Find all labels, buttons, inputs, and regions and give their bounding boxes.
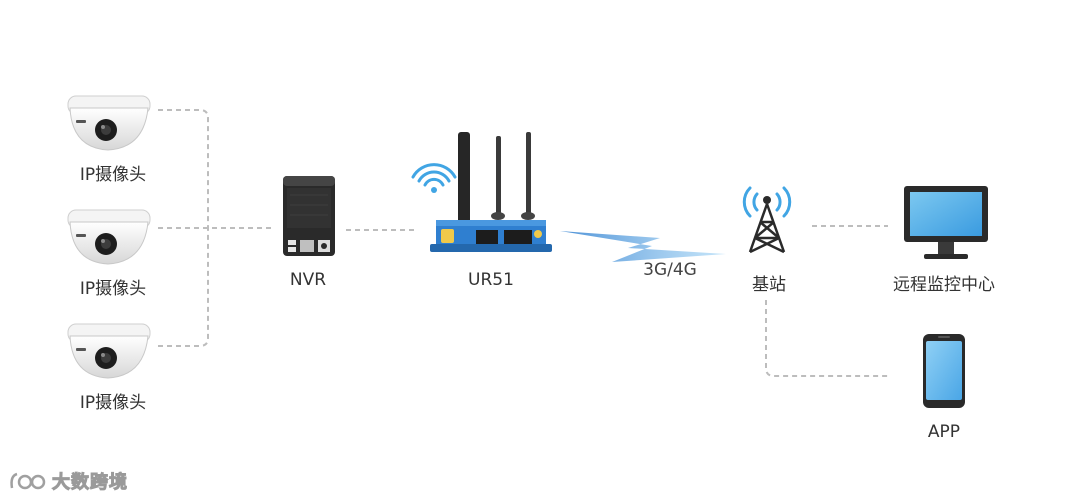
router-icon (430, 132, 552, 252)
smartphone-icon (923, 334, 965, 408)
watermark-logo-icon (10, 472, 46, 490)
app-label: APP (927, 422, 961, 442)
camera-3-icon (67, 323, 151, 379)
monitoring-center-label: 远程监控中心 (893, 275, 995, 295)
base-station-label: 基站 (752, 275, 786, 295)
nvr-icon (283, 176, 335, 256)
camera-1-link (158, 109, 209, 228)
nvr-label: NVR (289, 270, 327, 290)
camera-3-link (158, 228, 209, 347)
camera-2-label: IP摄像头 (79, 279, 147, 299)
monitor-icon (904, 186, 988, 259)
camera-1-icon (67, 95, 151, 151)
wireless-link-label: 3G/4G (643, 260, 697, 280)
tower-app-link (765, 300, 888, 377)
camera-3-label: IP摄像头 (79, 393, 147, 413)
watermark: 大数跨境 (8, 468, 128, 494)
watermark-text: 大数跨境 (52, 472, 128, 494)
wireless-link-bolt (560, 231, 726, 262)
camera-1-label: IP摄像头 (79, 165, 147, 185)
router-label: UR51 (468, 270, 514, 290)
camera-2-icon (67, 209, 151, 265)
wifi-signal-icon (411, 163, 457, 193)
connection-lines (158, 109, 888, 377)
base-station-icon (742, 186, 792, 254)
